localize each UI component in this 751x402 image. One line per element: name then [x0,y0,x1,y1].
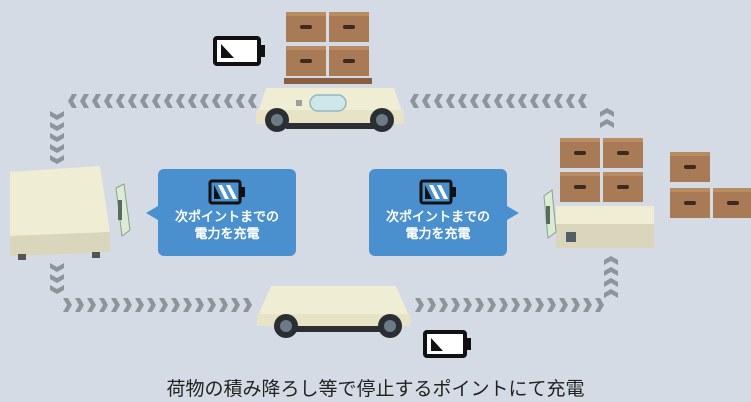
track-chevron [111,298,120,312]
track-chevron [604,289,618,298]
bottom-battery-low-icon [423,330,471,358]
track-chevron [523,298,532,312]
track-chevron [75,298,84,312]
track-chevron [554,94,563,108]
track-chevron [159,298,168,312]
callout-line1: 次ポイントまでの [385,210,490,225]
track-chevron [104,94,113,108]
track-chevron [224,94,233,108]
track-chevron [518,94,527,108]
track-chevron [547,298,556,312]
left-charging-station [10,166,131,260]
track-chevron [50,155,64,164]
track-chevron [195,298,204,312]
track-chevron [422,94,431,108]
track-chevron [434,94,443,108]
track-chevron [583,298,592,312]
track-chevron [446,94,455,108]
track-chevron [566,94,575,108]
track-chevron [243,298,252,312]
track-right [600,108,618,298]
track-chevron [470,94,479,108]
track-chevron [207,298,216,312]
track-chevron [578,94,587,108]
top-cart-boxes [284,12,372,84]
track-chevron [99,298,108,312]
track-chevron [487,298,496,312]
battery-charging-icon [208,179,245,205]
track-chevron [50,285,64,294]
diagram-caption: 荷物の積み降ろし等で停止するポイントにて充電 [166,378,585,400]
track-chevron [248,94,257,108]
track-chevron [506,94,515,108]
track-chevron [451,298,460,312]
track-chevron [188,94,197,108]
track-chevron [147,298,156,312]
track-chevron [595,298,604,312]
track-chevron [116,94,125,108]
callout-tail [507,206,519,220]
track-chevron [50,274,64,283]
track-chevron [530,94,539,108]
track-chevron [559,298,568,312]
track-chevron [463,298,472,312]
track-chevron [176,94,185,108]
track-chevron [164,94,173,108]
track-chevron [123,298,132,312]
track-chevron [482,94,491,108]
bottom-cart [257,286,410,338]
track-chevron [50,111,64,120]
top-battery-low-icon [213,36,265,66]
charge-callout-left: 次ポイントまでの 電力を充電 [146,169,296,256]
track-chevron [80,94,89,108]
track-chevron [499,298,508,312]
track-chevron [494,94,503,108]
track-chevron [604,256,618,265]
track-chevron [171,298,180,312]
track-chevron [92,94,101,108]
track-chevron [200,94,209,108]
track-chevron [604,278,618,287]
track-chevron [50,144,64,153]
track-chevron [600,119,614,128]
track-chevron [50,263,64,272]
track-chevron [427,298,436,312]
track-chevron [542,94,551,108]
callout-line2: 電力を充電 [405,227,471,242]
right-cart [543,138,654,248]
track-chevron [135,298,144,312]
track-chevron [475,298,484,312]
track-chevron [128,94,137,108]
track-chevron [50,133,64,142]
track-chevron [219,298,228,312]
track-chevron [63,298,72,312]
track-chevron [604,267,618,276]
callout-line2: 電力を充電 [194,227,260,242]
track-chevron [231,298,240,312]
track-chevron [458,94,467,108]
track-chevron [87,298,96,312]
callout-line1: 次ポイントまでの [174,210,279,225]
track-chevron [68,94,77,108]
battery-charging-icon [419,179,456,205]
track-chevron [140,94,149,108]
track-chevron [439,298,448,312]
track-chevron [600,108,614,117]
track-chevron [152,94,161,108]
charge-callout-right: 次ポイントまでの 電力を充電 [369,169,519,256]
track-chevron [183,298,192,312]
track-chevron [511,298,520,312]
top-cart [256,12,404,132]
track-chevron [415,298,424,312]
track-chevron [212,94,221,108]
track-chevron [410,94,419,108]
track-chevron [236,94,245,108]
track-chevron [50,122,64,131]
track-chevron [535,298,544,312]
track-chevron [571,298,580,312]
right-box-stack [670,152,751,218]
callout-tail [146,206,158,220]
